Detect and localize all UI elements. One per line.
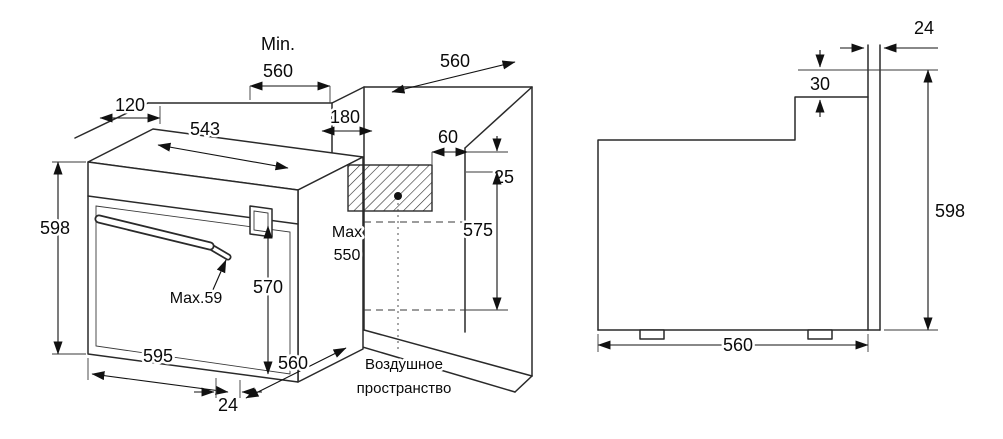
counter-560-dim-line — [391, 60, 516, 94]
label-handle-max: Max.59 — [170, 290, 223, 307]
dim-543-line — [157, 142, 289, 171]
oven-vent — [249, 205, 273, 238]
label-max-550-line2: 550 — [334, 247, 361, 264]
cabinet-profile-outline — [597, 96, 869, 331]
front-view-dimensions: Min. 560 560 120 543 180 60 25 575 598 — [37, 32, 516, 418]
handle-mount-fill — [209, 245, 230, 259]
cabinet-foot-left — [639, 329, 665, 340]
label-595: 595 — [143, 346, 173, 366]
dim-560-bottom-line — [245, 347, 347, 399]
dim-595-line — [91, 371, 229, 395]
cabinet-foot-right — [807, 329, 833, 340]
label-24: 24 — [218, 395, 238, 415]
label-max-550-line1: Max — [332, 224, 362, 241]
label-598: 598 — [40, 218, 70, 238]
cabinet-bottom-back-edge — [363, 329, 533, 377]
side-view: 24 30 598 560 — [597, 16, 968, 358]
air-space-anchor-dot — [394, 192, 402, 200]
label-560-bottom: 560 — [278, 353, 308, 373]
niche-right-top-edge — [464, 86, 533, 149]
cabinet-bottom-right-edge — [514, 375, 533, 393]
niche-wall-top-edge — [331, 86, 365, 104]
label-counter-depth: 560 — [440, 51, 470, 71]
handle-max-arrow — [211, 259, 227, 293]
label-570: 570 — [253, 277, 283, 297]
label-min: Min. — [261, 34, 295, 54]
side-label-598: 598 — [935, 201, 965, 221]
label-575: 575 — [463, 220, 493, 240]
door-handle-fill — [96, 216, 213, 249]
label-543: 543 — [190, 119, 220, 139]
niche-beam-section — [347, 164, 433, 352]
label-air-space-line2: пространство — [357, 380, 452, 397]
side-label-30: 30 — [810, 74, 830, 94]
side-label-24: 24 — [914, 18, 934, 38]
label-niche-depth: 560 — [263, 61, 293, 81]
oven — [87, 128, 364, 383]
label-180: 180 — [330, 107, 360, 127]
side-label-560: 560 — [723, 335, 753, 355]
label-120: 120 — [115, 95, 145, 115]
label-air-space-line1: Воздушное — [365, 356, 443, 373]
hatch-block — [347, 164, 433, 212]
label-60: 60 — [438, 127, 458, 147]
